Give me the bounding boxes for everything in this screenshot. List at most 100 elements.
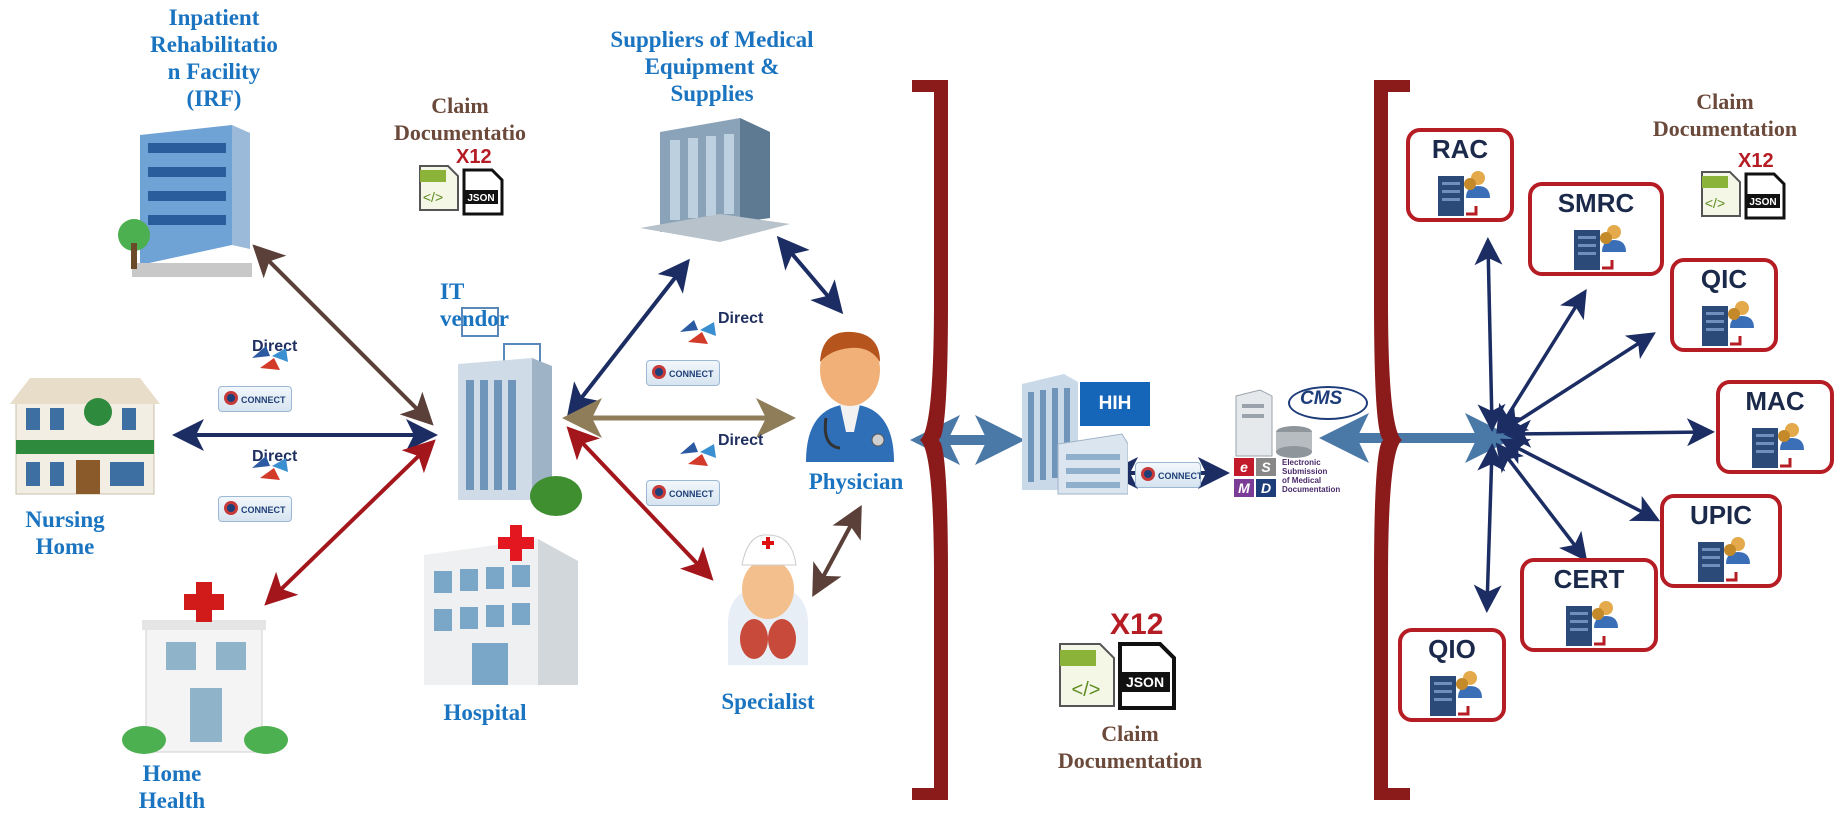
direct-label: Direct [718,432,764,449]
hospital-label: Hospital [443,700,527,725]
svg-text:JSON: JSON [1749,197,1776,208]
home-health-label: Home Health [138,761,206,813]
contractor-box-upic: UPIC [1660,494,1782,588]
nursing-home-icon [10,378,160,495]
contractor-box-qic: QIC [1670,258,1778,352]
specialist-icon [728,534,808,665]
home-health-icon [122,582,288,754]
connect-badge-center: CONNECT [1135,462,1203,488]
connect-badge-upper-middle: CONNECT [646,360,720,386]
server-user-icon [1702,301,1754,346]
cms-server-icon [1235,389,1312,458]
contractor-label: UPIC [1689,500,1753,530]
it-vendor-icon [458,307,582,516]
arrow-physician-specialist [812,504,862,598]
contractor-label: CERT [1553,564,1625,594]
json-file-icon: JSON [1744,172,1786,220]
connect-logo-icon [1141,467,1155,481]
irf-label: Inpatient Rehabilitatio n Facility (IRF) [150,5,278,111]
connect-logo-icon [224,501,238,515]
connect-badge-lower-left: CONNECT [218,496,292,522]
connect-label: CONNECT [241,395,286,405]
claim-documentation-center-label: Claim Documentation [1057,721,1203,773]
file-formats-center: X12 </> JSON [1058,608,1188,712]
contractor-box-smrc: SMRC [1528,182,1664,276]
contractor-box-qio: QIO [1398,628,1506,722]
server-user-icon [1752,423,1804,468]
connect-label: CONNECT [669,369,714,379]
file-formats-left: </> X12 JSON [418,146,508,216]
direct-badge-upper-middle: Direct [718,310,763,328]
server-user-icon [1574,225,1626,270]
esmd-logo: e S M D [1234,458,1278,498]
direct-logo-icon [252,456,288,480]
esmd-letter-s: S [1256,458,1276,476]
arrow-hub-qic [1498,332,1656,434]
xml-file-icon: </> [1701,171,1741,217]
connect-logo-icon [224,391,238,405]
arrow-hub-upic [1499,438,1661,522]
bracket-left-opening [1374,80,1410,800]
claim-documentation-right-label: Claim Documentation [1652,89,1798,141]
connect-label: CONNECT [1158,471,1203,481]
it-vendor-label: IT vendor [440,279,509,331]
nursing-home-label: Nursing Home [25,507,105,559]
arrow-homehealth-itvendor [264,439,436,606]
contractor-label: RAC [1431,134,1489,164]
connect-label: CONNECT [669,489,714,499]
arrow-irf-itvendor [252,244,434,426]
arrow-suppliers-physician [776,235,844,315]
hih-label: HIH [1080,382,1150,426]
contractor-label: SMRC [1557,188,1635,218]
direct-logo-icon [680,320,716,344]
arrow-hub-smrc [1496,289,1587,434]
contractor-box-cert: CERT [1520,558,1658,652]
cms-logo-label: CMS [1300,388,1343,409]
suppliers-building-icon [640,118,790,242]
hih-building-icon [1022,374,1128,495]
claim-documentation-left-label: Claim Documentatio [394,93,526,145]
contractor-box-rac: RAC [1406,128,1514,222]
bracket-right-closing [912,80,948,800]
connect-logo-icon [652,365,666,379]
xml-file-icon: </> [419,165,459,211]
server-user-icon [1698,537,1750,582]
irf-building-icon [118,125,252,277]
svg-text:JSON: JSON [467,193,494,204]
direct-label: Direct [718,310,764,327]
physician-label: Physician [808,469,904,494]
direct-logo-icon [252,346,288,370]
arrow-hub-cert [1495,442,1588,562]
direct-badge-lower-middle: Direct [718,432,763,450]
svg-text:</>: </> [423,189,443,205]
server-user-icon [1566,601,1618,646]
esmd-letter-e: e [1234,458,1254,476]
svg-text:</>: </> [1072,679,1101,701]
file-formats-right: X12 </> JSON [1700,150,1790,220]
x12-label: X12 [456,146,492,168]
direct-logo-icon [680,442,716,466]
connect-label: CONNECT [241,505,286,515]
arrow-hub-rac [1474,237,1506,432]
svg-text:JSON: JSON [1126,674,1164,690]
connect-badge-lower-middle: CONNECT [646,480,720,506]
contractor-box-mac: MAC [1716,380,1834,474]
arrow-itvendor-suppliers [567,258,690,417]
json-file-icon: JSON [1118,642,1176,710]
arrow-itvendor-specialist [566,426,714,581]
contractor-label: QIO [1428,634,1476,664]
server-user-icon [1438,171,1490,216]
contractor-label: MAC [1745,386,1805,416]
xml-file-icon: </> [1059,643,1115,707]
esmd-letter-m: M [1234,479,1254,497]
json-file-icon: JSON [462,168,504,216]
arrow-hub-mac [1503,418,1715,448]
contractor-label: QIC [1700,264,1748,294]
esmd-description: Electronic Submission of Medical Documen… [1282,458,1341,494]
physician-icon [806,331,894,462]
server-user-icon [1430,671,1482,716]
x12-label: X12 [1110,608,1164,641]
specialist-label: Specialist [721,689,815,714]
hospital-icon [424,525,578,685]
